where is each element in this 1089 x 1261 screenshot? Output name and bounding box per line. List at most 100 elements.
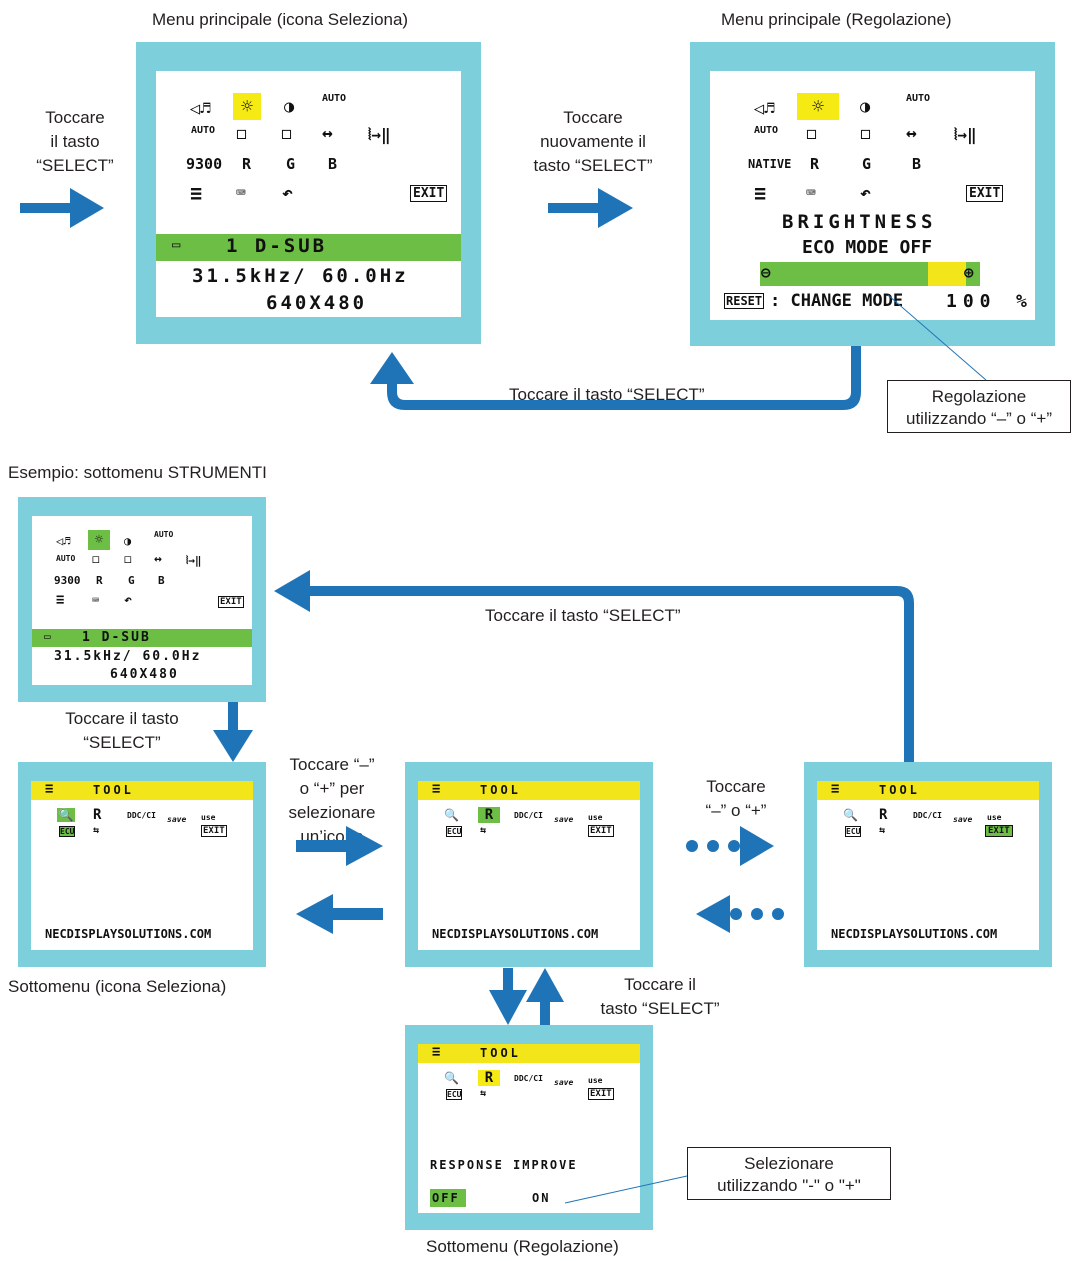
input-label: 1 D-SUB	[226, 235, 328, 257]
use-icon: use	[588, 1076, 603, 1085]
color-preset-label: NATIVE	[748, 157, 792, 171]
on-option[interactable]: ON	[532, 1191, 551, 1205]
reset-icon: ↶	[282, 183, 293, 204]
down-up-icon: ◻	[281, 123, 292, 144]
response-icon: R	[879, 807, 888, 823]
arrow-down-to-tool	[213, 702, 253, 762]
select-callout-line	[564, 1175, 688, 1204]
caption-submenu-adjust: Sottomenu (Regolazione)	[426, 1237, 619, 1256]
h-size-icon: ↔	[154, 552, 162, 567]
main-menu-select-frame: ◁♬ ☼ ◑ AUTO AUTO ◻ ◻ ↔ ⦚→‖ 9300 R G B ≡ …	[136, 42, 481, 344]
response-icon: R	[93, 807, 102, 823]
arrow-left-tool	[296, 894, 383, 934]
dot	[772, 908, 784, 920]
left-right-icon: ◻	[236, 123, 247, 144]
save-icon: save	[953, 815, 973, 824]
dot	[707, 840, 719, 852]
response-icon: R	[478, 1070, 500, 1086]
exit-icon: EXIT	[588, 825, 614, 837]
caption-main-select: Menu principale (icona Seleziona)	[152, 10, 409, 29]
blue-label: B	[328, 155, 338, 173]
resolution-label: 640X480	[266, 292, 368, 314]
arrows-icon: ⇆	[879, 825, 886, 836]
url-label: NECDISPLAYSOLUTIONS.COM	[45, 927, 212, 941]
arrow-right-tool	[296, 826, 383, 866]
dot	[686, 840, 698, 852]
response-improve-label: RESPONSE IMPROVE	[430, 1158, 578, 1172]
resolution-label: 640X480	[110, 667, 179, 682]
exit-icon: EXIT	[201, 825, 227, 837]
tool-icon: ≡	[831, 781, 840, 797]
eco-mode-label: ECO MODE OFF	[802, 237, 933, 258]
plus-icon[interactable]: ⊕	[964, 263, 974, 282]
fine-icon: ⦚→‖	[368, 125, 391, 144]
tool-submenu-select-screen: ≡ TOOL 🔍 ECU R ⇆ DDC/CI save use EXIT NE…	[31, 781, 253, 950]
reset-label: RESET	[724, 293, 765, 309]
ddcci-icon: DDC/CI	[514, 811, 543, 820]
tool-title: TOOL	[879, 783, 920, 797]
zoom-ecu-icon: ECU	[59, 826, 76, 837]
adjust-callout-line	[887, 294, 987, 381]
brightness-icon: ☼	[88, 530, 110, 550]
caption-main-adjust: Menu principale (Regolazione)	[721, 10, 952, 29]
tool-submenu-center-frame: ≡ TOOL 🔍 ECU R ⇆ DDC/CI save use EXIT NE…	[405, 762, 653, 967]
caption-example: Esempio: sottomenu STRUMENTI	[8, 463, 267, 482]
save-icon: save	[554, 815, 574, 824]
exit-icon: EXIT	[410, 185, 448, 202]
url-label: NECDISPLAYSOLUTIONS.COM	[432, 927, 599, 941]
arrow-down-to-adjust	[489, 968, 527, 1025]
tool-title-bar	[31, 781, 253, 800]
arrow-return-tool	[274, 570, 914, 762]
color-preset-label: 9300	[186, 155, 223, 173]
red-label: R	[810, 155, 820, 173]
arrow-head-left-dotted	[696, 895, 730, 933]
caption-select-down: Toccare il tasto“SELECT”	[65, 709, 179, 752]
ddcci-icon: DDC/CI	[127, 811, 156, 820]
left-right-icon: ◻	[806, 123, 817, 144]
input-bar	[156, 234, 461, 261]
caption-select-top: Toccare il tasto “SELECT”	[485, 606, 681, 625]
use-icon: use	[987, 813, 1002, 822]
tool-submenu-right-frame: ≡ TOOL 🔍 ECU R ⇆ DDC/CI save use EXIT NE…	[804, 762, 1052, 967]
auto-contrast-icon: AUTO	[906, 93, 931, 104]
zoom-ecu-icon: ECU	[845, 826, 862, 837]
dot	[730, 908, 742, 920]
zoom-ecu-icon: ECU	[446, 826, 463, 837]
color-preset-label: 9300	[54, 574, 81, 587]
down-up-icon: ◻	[124, 552, 132, 567]
arrow-right-left-entry	[20, 188, 104, 228]
dot	[728, 840, 740, 852]
input-label: 1 D-SUB	[82, 630, 151, 645]
green-label: G	[128, 574, 135, 587]
brightness-value: 100	[946, 291, 997, 312]
minus-icon[interactable]: ⊖	[761, 263, 771, 282]
contrast-icon: ◑	[860, 97, 871, 117]
off-option[interactable]: OFF	[432, 1191, 460, 1205]
tool-title-bar	[817, 781, 1039, 800]
tool-title-bar	[418, 781, 640, 800]
blue-label: B	[158, 574, 165, 587]
tool-submenu-adjust-screen: ≡ TOOL 🔍 ECU R ⇆ DDC/CI save use EXIT RE…	[418, 1044, 640, 1213]
small-main-menu-frame: ◁♬ ☼ ◑ AUTO AUTO ◻ ◻ ↔ ⦚→‖ 9300 R G B ≡ …	[18, 497, 266, 702]
brightness-slider-end	[928, 262, 966, 286]
arrow-return-main	[370, 346, 861, 410]
tool-icon: ≡	[56, 592, 65, 608]
zoom-ecu-icon: ECU	[446, 1089, 463, 1100]
zoom-icon: 🔍	[444, 1071, 459, 1085]
exit-icon: EXIT	[588, 1088, 614, 1100]
tool-title: TOOL	[480, 1046, 521, 1060]
tool-title: TOOL	[480, 783, 521, 797]
tool-icon: ≡	[432, 1044, 441, 1060]
tool-icon: ≡	[190, 181, 203, 205]
change-mode-label: : CHANGE MODE	[770, 291, 904, 311]
tool-icon: ≡	[432, 781, 441, 797]
save-icon: save	[167, 815, 187, 824]
keyboard-icon: ⌨	[92, 593, 100, 607]
arrow-up-from-adjust	[526, 968, 564, 1025]
exit-icon: EXIT	[966, 185, 1004, 202]
blue-label: B	[912, 155, 922, 173]
